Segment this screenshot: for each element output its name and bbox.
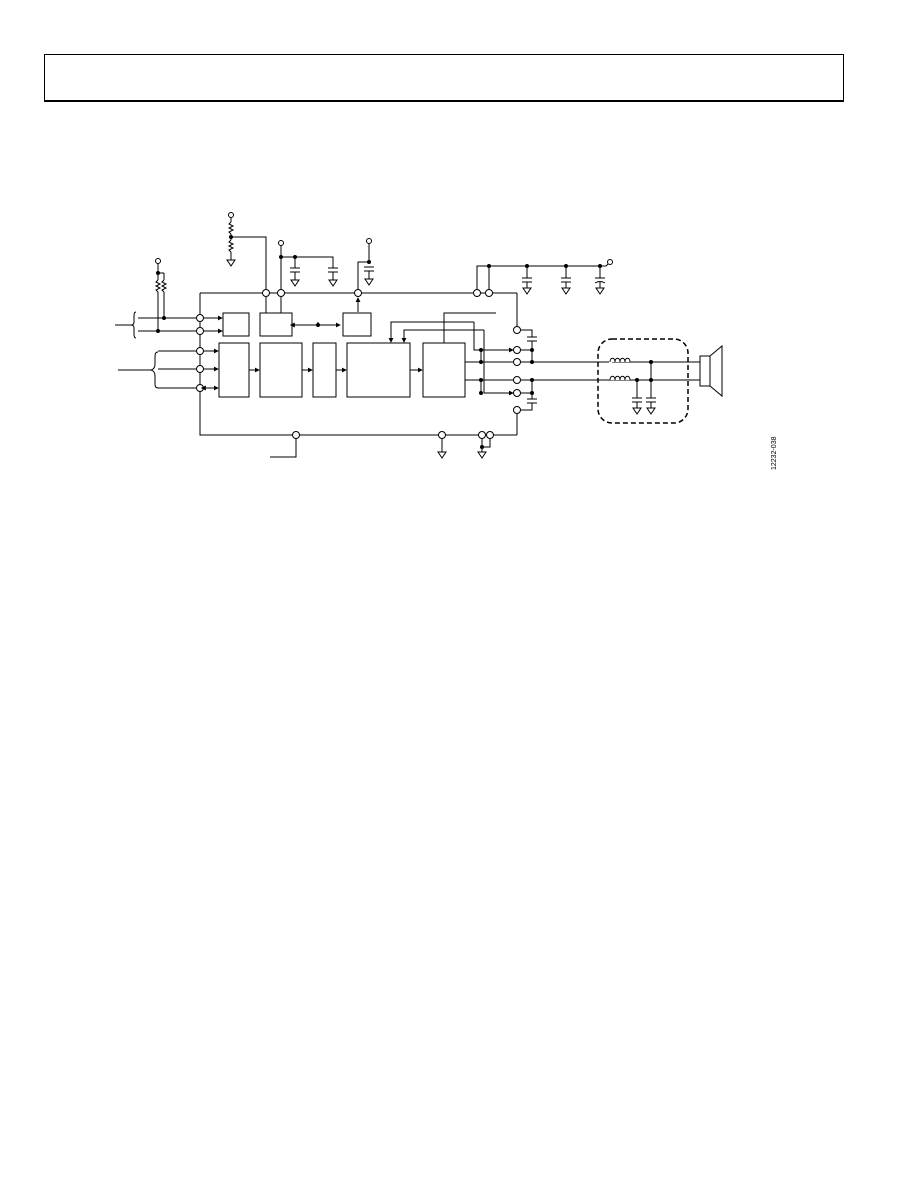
block-volume — [312, 342, 337, 398]
block-control-interface — [222, 312, 250, 337]
block-output-stage — [422, 342, 466, 398]
left-pins — [196, 314, 223, 392]
block-regulator — [259, 312, 293, 337]
bottom-pins — [270, 431, 497, 459]
page-header-box — [44, 54, 844, 102]
internal-blocks — [218, 312, 466, 398]
signal-chain — [249, 312, 496, 373]
output-pins — [465, 322, 700, 414]
block-digital-filter — [259, 342, 303, 398]
block-serial-interface — [218, 342, 250, 398]
output-filter — [597, 338, 689, 424]
top-supply — [226, 212, 374, 328]
block-charge-pump — [342, 312, 372, 337]
ic-outline — [199, 292, 518, 436]
speaker-symbol — [699, 344, 723, 398]
i2c-pullups — [115, 258, 196, 389]
pvdd-supply — [473, 259, 613, 297]
figure-id: 12232-038 — [771, 436, 778, 470]
block-modulator — [346, 342, 411, 398]
